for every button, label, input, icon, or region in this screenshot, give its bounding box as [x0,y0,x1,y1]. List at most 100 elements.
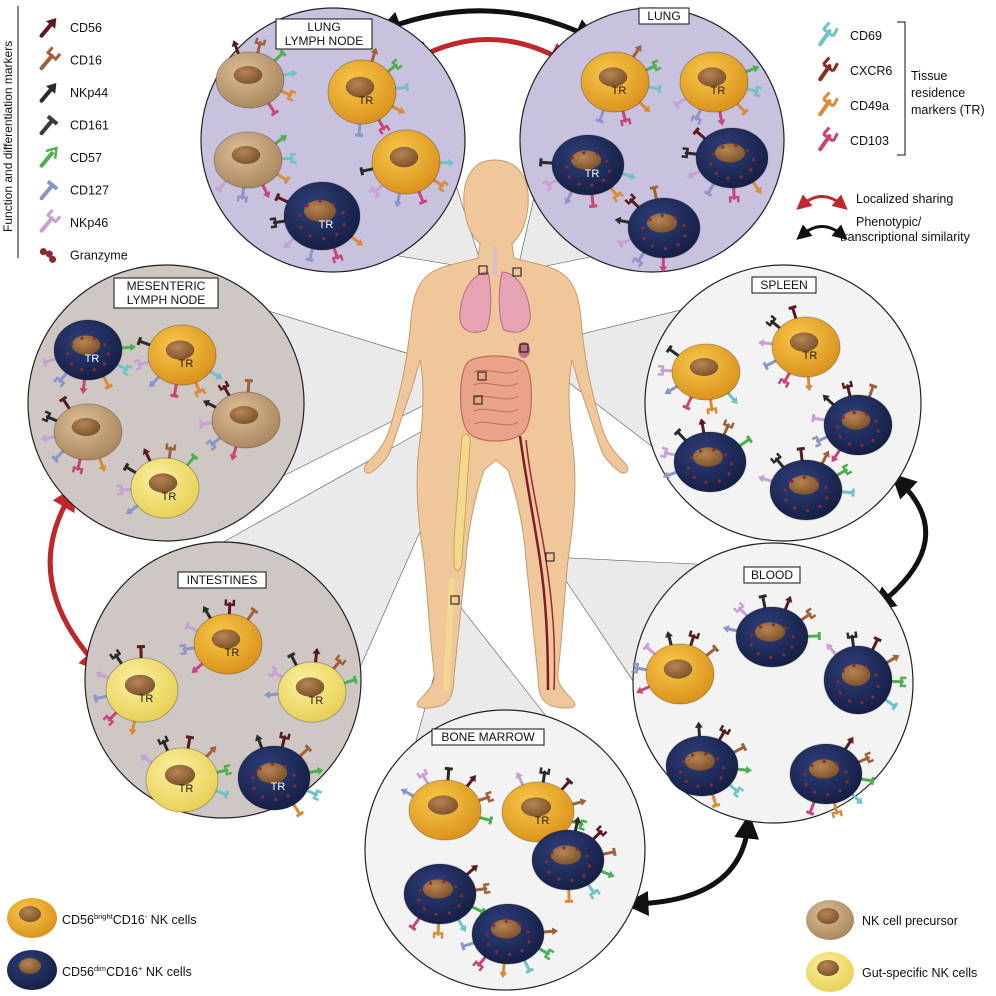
granzyme-dot [102,362,107,366]
nk-cell-dim: TR [539,134,637,209]
granzyme-dot [419,888,423,892]
granzyme-dot [825,496,829,500]
surface-receptor-icon [706,397,718,415]
granzyme-dot [689,456,693,460]
nk-cell-dim: TR [269,181,364,264]
cell-nucleus [229,406,259,424]
granzyme-dot [704,752,708,756]
granzyme-dot [810,763,814,768]
surface-receptor-icon [283,236,296,249]
surface-receptor-icon [136,336,153,347]
surface-receptor-icon [179,643,197,656]
granzyme-dot [845,780,849,784]
cell-nucleus [389,146,419,168]
surface-receptor-icon [796,446,805,463]
cxcr6-icon [818,56,839,82]
granzyme-dot [852,411,856,415]
surface-receptor-icon [717,724,732,742]
nk-cell-dim [681,127,769,203]
surface-receptor-icon [620,172,637,181]
tr-tag: TR [535,815,550,827]
tissue-label-box [431,728,545,746]
surface-receptor-icon [537,946,555,961]
granzyme-dot [714,171,718,175]
surface-receptor-icon [432,178,449,193]
surface-receptor-icon [263,690,281,699]
granzyme-dot [784,626,788,630]
marker-cd56: CD56 [39,18,102,38]
swatch-nucleus [817,908,839,924]
marker-label: CD16 [70,54,102,68]
surface-receptor-icon [473,882,491,895]
granzyme-dot [803,772,807,776]
surface-receptor-icon [698,418,707,435]
granzyme-dot [683,234,687,238]
marker-label: CD161 [70,119,109,133]
surface-receptor-icon [539,767,551,785]
surface-receptor-icon [811,435,829,448]
granzyme-dot [790,645,794,649]
nk-cell-dim [665,721,753,809]
tissue-label: LYMPH NODE [127,293,205,307]
granzyme-dot [790,479,794,484]
surface-receptor-icon [97,456,107,472]
surface-receptor-icon [157,735,170,753]
granzyme-dot [308,234,312,238]
surface-receptor-icon [456,917,467,933]
surface-receptor-icon [757,474,774,483]
granzyme-dot [865,665,869,669]
marker-nkp44: NKp44 [39,83,108,103]
surface-receptor-icon [460,941,476,951]
surface-receptor-icon [261,183,271,199]
nk-cell-gut: TR [93,645,179,736]
granzyme-dot [648,217,652,222]
femur-bone [453,433,471,571]
surface-receptor-icon [732,601,749,618]
similarity-arrow-spleen-blood [870,473,929,612]
surface-receptor-icon [682,395,694,411]
surface-receptor-icon [522,958,534,974]
granzyme-dot [758,625,763,629]
granzyme-dot [679,770,683,774]
nk-cell-precursor [40,395,123,475]
granzyme-dot [442,880,446,884]
surface-receptor-icon [254,37,267,55]
surface-receptor-icon [191,661,205,674]
granzyme-dot [557,877,561,881]
localized-sharing-label: Localized sharing [856,192,953,206]
tissue-label: INTESTINES [187,573,258,587]
cell-nucleus [663,659,693,679]
granzyme-dot [802,475,806,480]
granzyme-dot [641,226,645,230]
relation-arrows [47,8,929,917]
surface-receptor-icon [765,314,782,330]
granzyme-dot [684,779,688,783]
granzyme-dot [769,655,773,660]
surface-receptor-icon [390,104,406,114]
nk-cell-dim [789,736,875,819]
granzyme-dot [749,168,753,172]
surface-receptor-icon [125,503,140,515]
cell-nucleus [520,797,552,817]
similarity-arrow-blood-marrow [623,813,760,917]
surface-receptor-icon [477,815,494,825]
granzyme-dot [771,622,776,627]
surface-receptor-icon [811,413,827,423]
tr-tag: TR [612,85,627,97]
granzyme-dot [729,462,734,466]
granzyme-dot [341,211,345,215]
granzyme-dot [485,932,489,936]
granzyme-dot [258,767,262,771]
left-lung [459,271,492,333]
tissue-label-box [743,566,801,584]
tr-bracket [897,21,906,156]
granzyme-dot [784,498,788,502]
surface-receptor-icon [393,83,409,92]
marker-label: NKp44 [70,86,108,100]
cd127-icon [39,179,59,201]
surface-receptor-icon [843,736,854,751]
marker-label: CD57 [70,151,102,165]
